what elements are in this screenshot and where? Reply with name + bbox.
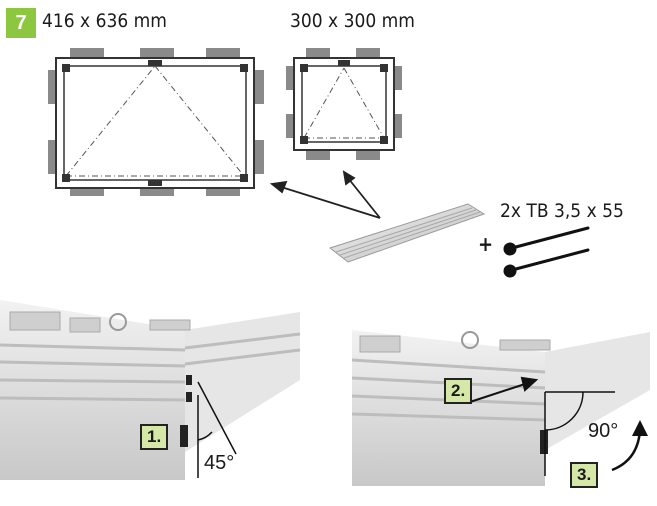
plus-sign: + [478, 232, 494, 256]
small-frame-drawing [286, 48, 402, 160]
corner-assembly-left [0, 300, 301, 480]
profile-piece [328, 203, 486, 263]
angle-45-label: 45° [204, 452, 235, 474]
corner-assembly-right [351, 330, 650, 486]
step-1-label: 1. [140, 424, 169, 450]
screws-icon [503, 226, 590, 278]
screw-spec-label: 2x TB 3,5 x 55 [500, 200, 624, 222]
pointer-arrows [269, 170, 381, 219]
step-3-label: 3. [570, 462, 599, 488]
large-frame-drawing [48, 48, 264, 196]
step-2-label: 2. [444, 378, 473, 404]
step-number-badge: 7 [6, 8, 36, 38]
large-frame-size-label: 416 x 636 mm [42, 10, 167, 32]
small-frame-size-label: 300 x 300 mm [290, 10, 415, 32]
angle-90-label: 90° [588, 420, 619, 442]
